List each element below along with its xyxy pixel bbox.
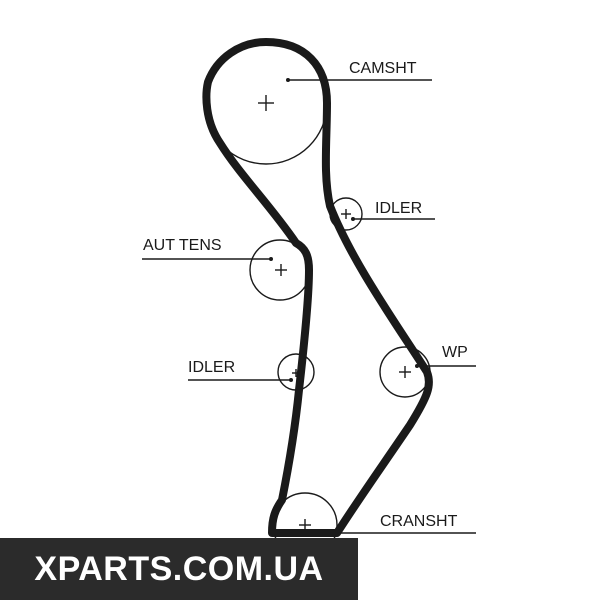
watermark-banner: XPARTS.COM.UA xyxy=(0,538,358,600)
camshaft-leader xyxy=(286,78,432,82)
camshaft-center-mark xyxy=(258,95,274,111)
water-pump-label: WP xyxy=(442,344,468,361)
crankshaft-label: CRANSHT xyxy=(380,513,458,530)
auto-tensioner-leader xyxy=(142,257,273,261)
crankshaft-center-mark xyxy=(299,519,311,531)
camshaft-label: CAMSHT xyxy=(349,60,417,77)
auto-tensioner-label: AUT TENS xyxy=(143,237,222,254)
water-pump-center-mark xyxy=(399,366,411,378)
idler-bottom-center-mark xyxy=(292,369,300,377)
water-pump-leader xyxy=(415,364,476,368)
auto-tensioner-center-mark xyxy=(275,264,287,276)
watermark-text: XPARTS.COM.UA xyxy=(34,549,324,588)
idler-bottom-leader xyxy=(188,378,293,382)
idler-top-label: IDLER xyxy=(375,200,422,217)
timing-belt xyxy=(202,38,433,537)
idler-top-leader xyxy=(351,217,435,221)
idler-bottom-label: IDLER xyxy=(188,359,235,376)
idler-top-center-mark xyxy=(341,209,351,219)
